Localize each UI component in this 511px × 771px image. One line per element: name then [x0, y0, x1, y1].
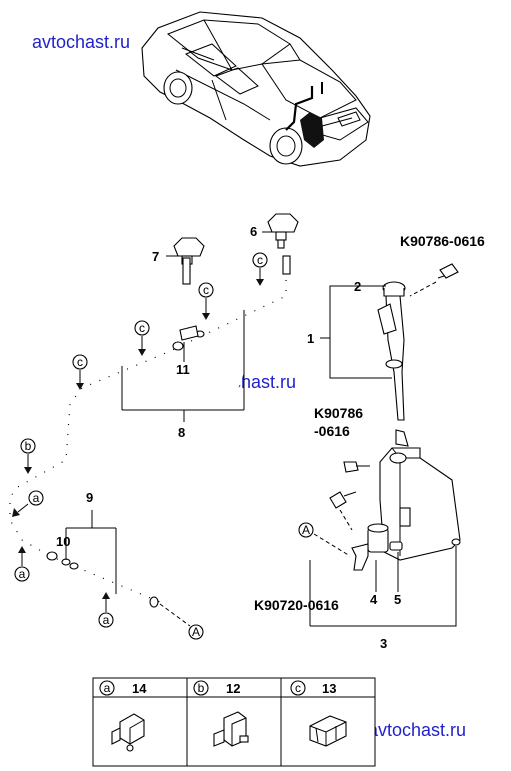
clip-letter: c [77, 355, 83, 369]
legend-number: 13 [322, 681, 336, 696]
clip-marker-c [198, 282, 214, 320]
legend-marker: c [295, 681, 301, 695]
clip-letter: c [203, 283, 209, 297]
callout-leaders [65, 231, 457, 627]
washer-nozzle-6 [267, 213, 299, 249]
washer-pump-4 [351, 523, 389, 571]
clip-letter: c [257, 253, 263, 267]
watermark: avtochast.ru [368, 720, 467, 740]
washer-reservoir-3 [379, 429, 461, 561]
part-code: K90720-0616 [254, 597, 339, 613]
clip-marker-b [20, 438, 36, 474]
callout-9: 9 [86, 490, 93, 505]
clip-letter: A [302, 523, 310, 537]
callout-3: 3 [380, 636, 387, 651]
callout-4: 4 [370, 592, 378, 607]
part-code: -0616 [314, 423, 350, 439]
filler-neck-1 [377, 295, 405, 421]
callout-5: 5 [394, 592, 401, 607]
clip-letter: a [103, 613, 110, 627]
bolt [343, 461, 370, 473]
bolt [409, 263, 459, 297]
clip-marker-c [252, 252, 268, 286]
grommet-5 [389, 541, 403, 551]
clip-c-icon [309, 715, 347, 747]
part-code: K90786-0616 [400, 233, 485, 249]
clip-marker-c [134, 320, 150, 356]
washer-hose-8 [8, 255, 291, 608]
callout-2: 2 [354, 279, 361, 294]
legend-number: 12 [226, 681, 240, 696]
legend-marker: a [104, 681, 111, 695]
watermark: avtochast.ru [32, 32, 131, 52]
callout-8: 8 [178, 425, 185, 440]
clip-legend-table: a 14 b 12 c 13 [92, 677, 376, 767]
clip-marker-A [298, 522, 351, 557]
callout-10: 10 [56, 534, 70, 549]
clip-a-icon [111, 713, 145, 752]
car-illustration [141, 11, 371, 167]
legend-marker: b [198, 681, 205, 695]
callout-1: 1 [307, 331, 314, 346]
legend-number: 14 [132, 681, 147, 696]
clip-marker-a [98, 592, 114, 628]
clip-marker-a [14, 546, 30, 582]
clip-letter: a [19, 567, 26, 581]
clip-letter: b [25, 439, 32, 453]
clip-letter: a [33, 491, 40, 505]
callout-7: 7 [152, 249, 159, 264]
part-code: K90786 [314, 405, 363, 421]
clip-marker-a [12, 490, 44, 517]
clip-marker-c [72, 354, 88, 390]
clip-letter: A [192, 625, 200, 639]
clip-marker-A [159, 603, 204, 640]
callout-11: 11 [176, 362, 190, 377]
filler-cap-2 [382, 281, 406, 297]
callout-6: 6 [250, 224, 257, 239]
clip-letter: c [139, 321, 145, 335]
bolt [329, 491, 357, 531]
clip-b-icon [213, 711, 249, 747]
